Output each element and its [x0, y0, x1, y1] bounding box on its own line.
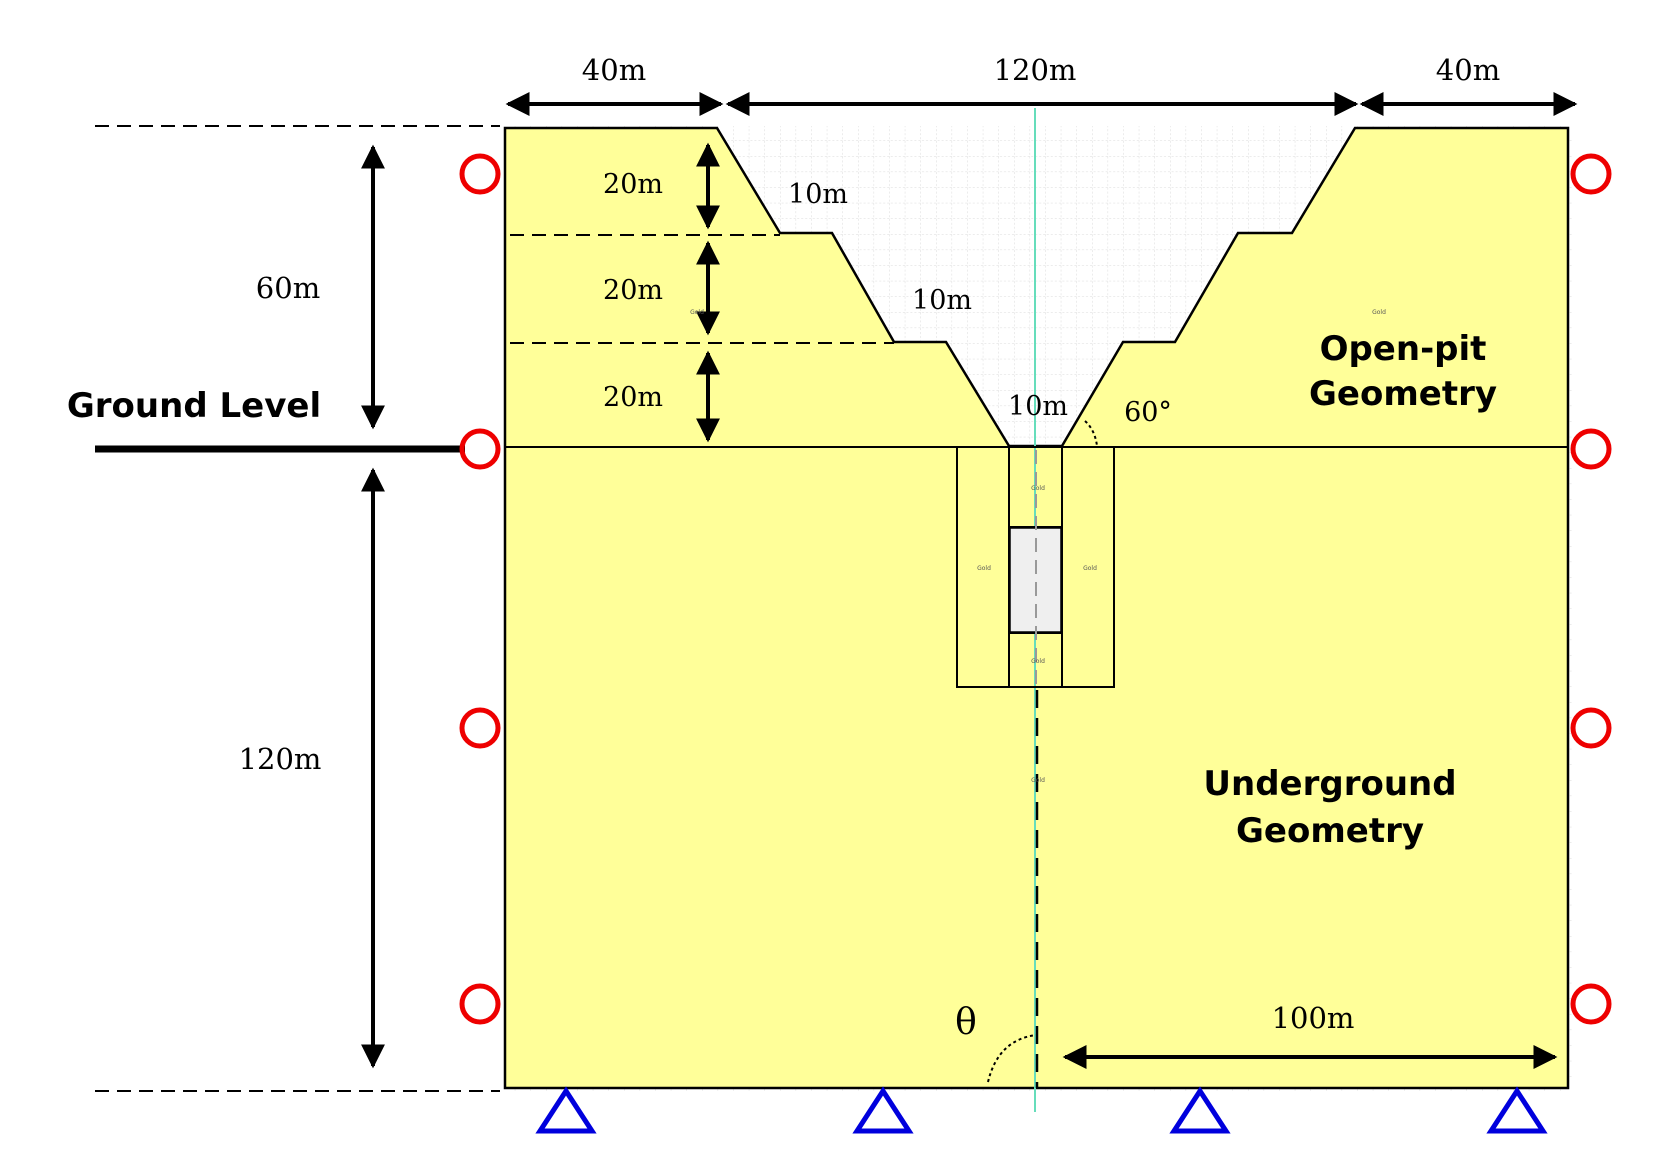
dimension-arrows: [361, 92, 1578, 1069]
material-tag: Gold: [1372, 309, 1386, 316]
dim-underground-height: 120m: [239, 742, 322, 776]
dim-berm-2: 10m: [912, 285, 972, 316]
material-tags: Gold Gold Gold Gold Gold Gold Gold: [690, 309, 1386, 784]
pin-support: [1486, 1086, 1548, 1134]
material-tag: Gold: [690, 309, 704, 316]
dim-slope-angle: 60°: [1124, 397, 1172, 428]
open-pit-label-2: Geometry: [1309, 374, 1497, 414]
dim-bench-1: 20m: [603, 169, 663, 200]
dim-top-left: 40m: [582, 53, 646, 87]
dim-bench-2: 20m: [603, 275, 663, 306]
dim-berm-1: 10m: [788, 179, 848, 210]
pin-support: [852, 1086, 914, 1134]
roller-support: [459, 153, 501, 195]
dim-bottom-right: 100m: [1272, 1001, 1355, 1035]
underground-label-1: Underground: [1203, 764, 1456, 804]
roller-support: [1570, 153, 1612, 195]
roller-support: [459, 983, 501, 1025]
roller-support: [1570, 983, 1612, 1025]
level-dashed-lines: [95, 125, 894, 1092]
material-tag: Gold: [1031, 777, 1045, 784]
dim-top-right: 40m: [1436, 53, 1500, 87]
dim-pit-height: 60m: [256, 271, 320, 305]
pin-support: [535, 1086, 597, 1134]
ground-level-label: Ground Level: [67, 386, 321, 426]
theta-label: θ: [955, 1002, 977, 1043]
roller-support: [459, 428, 501, 470]
material-tag: Gold: [1031, 485, 1045, 492]
underground-label-2: Geometry: [1236, 811, 1424, 851]
slope-angle-arc: [1084, 420, 1098, 447]
roller-support: [1570, 428, 1612, 470]
roller-supports: [459, 153, 1612, 1025]
dim-bench-3: 20m: [603, 382, 663, 413]
dim-pit-floor: 10m: [1008, 391, 1068, 422]
dim-top-center: 120m: [994, 53, 1077, 87]
theta-arc: [987, 1034, 1037, 1083]
open-pit-label-1: Open-pit: [1320, 329, 1487, 369]
material-tag: Gold: [1083, 565, 1097, 572]
pin-supports: [535, 1086, 1548, 1134]
material-tag: Gold: [977, 565, 991, 572]
pin-support: [1169, 1086, 1231, 1134]
roller-support: [459, 707, 501, 749]
roller-support: [1570, 707, 1612, 749]
material-tag: Gold: [1031, 658, 1045, 665]
